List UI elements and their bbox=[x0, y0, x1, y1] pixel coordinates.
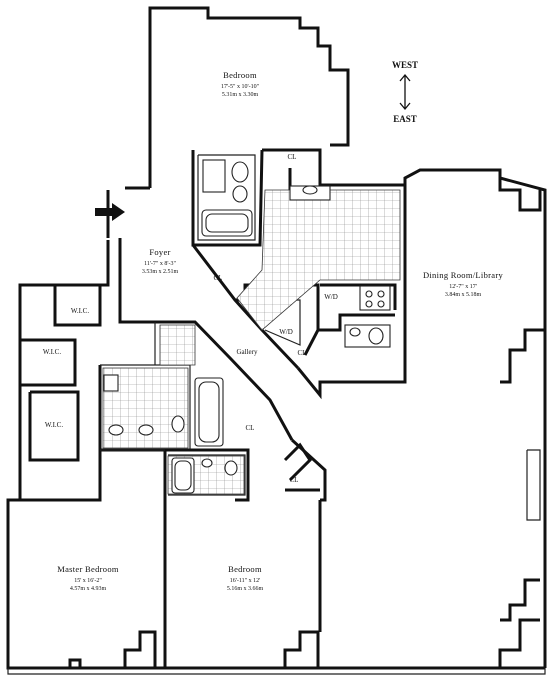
room-name: Bedroom bbox=[223, 70, 257, 80]
right-piers bbox=[498, 178, 545, 622]
closet-label: CL bbox=[214, 274, 223, 282]
compass-east-label: EAST bbox=[393, 114, 417, 124]
closet-label: CL bbox=[246, 424, 255, 432]
room-label-dining: Dining Room/Library 12'-7" x 17' 3.84m x… bbox=[423, 270, 504, 298]
window-piers bbox=[68, 618, 540, 668]
room-dim-imperial: 15' x 16'-2" bbox=[74, 578, 102, 584]
washer-dryer-label: W/D bbox=[324, 293, 338, 301]
room-dim-metric: 3.53m x 2.51m bbox=[142, 269, 179, 275]
exterior-walls bbox=[6, 6, 547, 675]
closet-label: CL bbox=[298, 349, 307, 357]
washer-dryer-label: W/D bbox=[279, 328, 293, 336]
room-dim-metric: 5.31m x 3.30m bbox=[222, 92, 259, 98]
room-label-foyer: Foyer 11'-7" x 8'-3" 3.53m x 2.51m bbox=[142, 247, 179, 275]
room-label-bedroom-top: Bedroom 17'-5" x 10'-10" 5.31m x 3.30m bbox=[221, 70, 260, 98]
room-name: Dining Room/Library bbox=[423, 270, 504, 280]
room-dim-metric: 4.57m x 4.93m bbox=[70, 586, 107, 592]
room-label-bedroom-bottom: Bedroom 16'-11" x 12' 5.16m x 3.66m bbox=[227, 564, 264, 592]
walk-in-closet-label: W.I.C. bbox=[43, 348, 61, 356]
fixtures bbox=[103, 159, 391, 494]
room-dim-imperial: 12'-7" x 17' bbox=[449, 284, 477, 290]
walk-in-closet-label: W.I.C. bbox=[71, 307, 89, 315]
compass: WEST EAST bbox=[392, 60, 418, 124]
closet-label: CL bbox=[290, 476, 299, 484]
room-dim-imperial: 16'-11" x 12' bbox=[230, 578, 260, 584]
gallery-label: Gallery bbox=[237, 348, 258, 356]
room-dim-metric: 3.84m x 5.18m bbox=[445, 292, 482, 298]
interior-walls bbox=[20, 148, 407, 668]
walk-in-closet-label: W.I.C. bbox=[45, 421, 63, 429]
entry-arrow-icon bbox=[95, 203, 125, 221]
room-label-master-bedroom: Master Bedroom 15' x 16'-2" 4.57m x 4.93… bbox=[57, 564, 119, 592]
room-name: Foyer bbox=[149, 247, 170, 257]
room-dim-imperial: 17'-5" x 10'-10" bbox=[221, 84, 260, 90]
room-dim-metric: 5.16m x 3.66m bbox=[227, 586, 264, 592]
compass-west-label: WEST bbox=[392, 60, 418, 70]
room-dim-imperial: 11'-7" x 8'-3" bbox=[144, 261, 176, 267]
room-name: Master Bedroom bbox=[57, 564, 119, 574]
closet-label: CL bbox=[288, 153, 297, 161]
room-name: Bedroom bbox=[228, 564, 262, 574]
